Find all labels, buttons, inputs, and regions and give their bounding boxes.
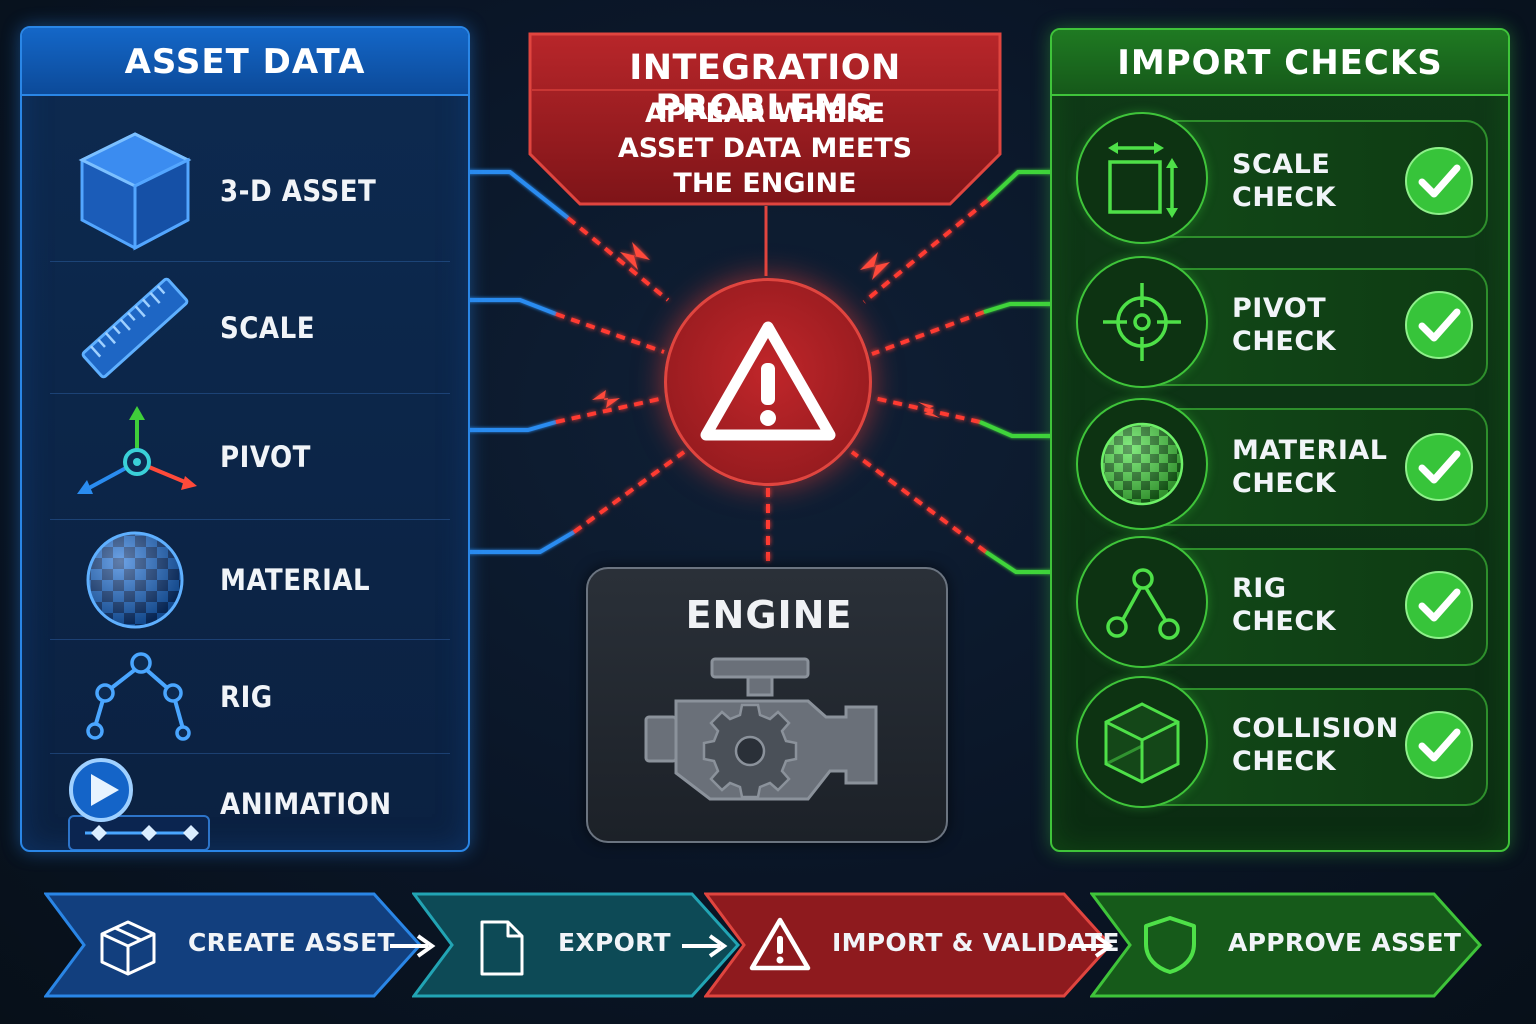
check-mark-icon bbox=[1404, 146, 1474, 216]
check-label-line: MATERIAL bbox=[1232, 435, 1388, 466]
spark-2 bbox=[592, 390, 620, 408]
check-label-scale: SCALE CHECK bbox=[1232, 148, 1336, 214]
rig-bones-icon bbox=[1076, 536, 1208, 668]
pipeline-step-create-asset[interactable]: CREATE ASSET bbox=[44, 890, 424, 1000]
check-label-rig: RIG CHECK bbox=[1232, 572, 1336, 638]
red-link-2 bbox=[555, 312, 665, 354]
step-label: APPROVE ASSET bbox=[1228, 928, 1462, 957]
step-label: EXPORT bbox=[558, 928, 671, 957]
cube-icon bbox=[50, 131, 220, 250]
spark-4 bbox=[918, 402, 940, 418]
asset-data-panel: ASSET DATA 3-D ASSET bbox=[20, 26, 470, 852]
check-label-line: CHECK bbox=[1232, 468, 1337, 499]
check-mark-icon bbox=[1404, 290, 1474, 360]
asset-item-label: ANIMATION bbox=[220, 787, 392, 821]
check-mark-icon bbox=[1404, 432, 1474, 502]
problem-subtitle-line: THE ENGINE bbox=[673, 168, 857, 199]
red-link-3 bbox=[555, 396, 665, 424]
asset-item-label: 3-D ASSET bbox=[220, 173, 377, 208]
checker-sphere-icon bbox=[50, 525, 220, 635]
asset-item-label: SCALE bbox=[220, 310, 316, 345]
import-checks-panel: IMPORT CHECKS SCALE CHECK bbox=[1050, 28, 1510, 852]
crosshair-icon bbox=[1076, 256, 1208, 388]
arrow-right-icon bbox=[682, 934, 728, 958]
pipeline-step-approve-asset[interactable]: APPROVE ASSET bbox=[1090, 890, 1484, 1000]
asset-item-3d-asset[interactable]: 3-D ASSET bbox=[50, 120, 450, 262]
ruler-icon bbox=[50, 273, 220, 383]
red-link-1 bbox=[566, 216, 670, 302]
check-mark-icon bbox=[1404, 710, 1474, 780]
check-label-line: SCALE bbox=[1232, 149, 1331, 180]
asset-data-title: ASSET DATA bbox=[22, 28, 468, 96]
scale-frame-icon bbox=[1076, 112, 1208, 244]
problem-subtitle-line: ASSET DATA MEETS bbox=[617, 133, 913, 164]
check-label-pivot: PIVOT CHECK bbox=[1232, 292, 1336, 358]
warning-triangle-icon bbox=[749, 917, 811, 971]
check-label-collision: COLLISION CHECK bbox=[1232, 712, 1399, 778]
asset-item-rig[interactable]: RIG bbox=[50, 640, 450, 754]
asset-item-label: RIG bbox=[220, 679, 273, 714]
rig-bones-icon bbox=[50, 642, 220, 752]
engine-gear-icon bbox=[644, 657, 878, 801]
check-label-line: CHECK bbox=[1232, 606, 1337, 637]
warning-hub bbox=[664, 278, 872, 486]
asset-item-scale[interactable]: SCALE bbox=[50, 262, 450, 394]
asset-item-label: PIVOT bbox=[220, 439, 311, 474]
check-label-line: COLLISION bbox=[1232, 713, 1399, 744]
pipeline-step-export[interactable]: EXPORT bbox=[412, 890, 742, 1000]
checker-sphere-icon bbox=[1076, 398, 1208, 530]
shield-icon bbox=[1144, 916, 1196, 974]
check-label-line: CHECK bbox=[1232, 746, 1337, 777]
red-link-8 bbox=[850, 450, 988, 554]
red-link-4 bbox=[572, 450, 686, 534]
engine-box: ENGINE bbox=[586, 567, 948, 843]
check-label-line: CHECK bbox=[1232, 182, 1337, 213]
asset-item-pivot[interactable]: PIVOT bbox=[50, 394, 450, 520]
step-label: IMPORT & VALIDATE bbox=[832, 928, 1120, 957]
pivot-axes-icon bbox=[50, 402, 220, 512]
check-label-line: RIG bbox=[1232, 573, 1287, 604]
problem-subtitle-line: APPEAR WHERE bbox=[644, 98, 886, 129]
asset-item-animation[interactable]: ANIMATION bbox=[50, 754, 450, 850]
step-label: CREATE ASSET bbox=[188, 928, 395, 957]
integration-problems-banner: INTEGRATION PROBLEMS APPEAR WHERE ASSET … bbox=[524, 30, 1006, 208]
engine-title: ENGINE bbox=[685, 593, 853, 637]
import-checks-title: IMPORT CHECKS bbox=[1052, 30, 1508, 96]
check-label-line: PIVOT bbox=[1232, 293, 1327, 324]
asset-item-label: MATERIAL bbox=[220, 562, 371, 597]
check-label-material: MATERIAL CHECK bbox=[1232, 434, 1387, 500]
red-link-5 bbox=[862, 198, 990, 304]
check-mark-icon bbox=[1404, 570, 1474, 640]
document-icon bbox=[480, 920, 524, 976]
check-label-line: CHECK bbox=[1232, 326, 1337, 357]
spark-1 bbox=[620, 242, 650, 270]
red-link-6 bbox=[871, 310, 985, 356]
pipeline-step-import-validate[interactable]: IMPORT & VALIDATE bbox=[704, 890, 1119, 1000]
package-box-icon bbox=[100, 920, 156, 976]
play-timeline-icon bbox=[50, 749, 220, 850]
spark-3 bbox=[860, 252, 890, 280]
wire-cube-icon bbox=[1076, 676, 1208, 808]
problem-title: INTEGRATION PROBLEMS bbox=[629, 48, 901, 128]
asset-item-material[interactable]: MATERIAL bbox=[50, 520, 450, 640]
problem-subtitle: APPEAR WHERE ASSET DATA MEETS THE ENGINE bbox=[524, 96, 1006, 201]
warning-triangle-icon bbox=[700, 321, 836, 441]
arrow-right-icon bbox=[390, 934, 436, 958]
arrow-right-icon bbox=[1068, 934, 1114, 958]
